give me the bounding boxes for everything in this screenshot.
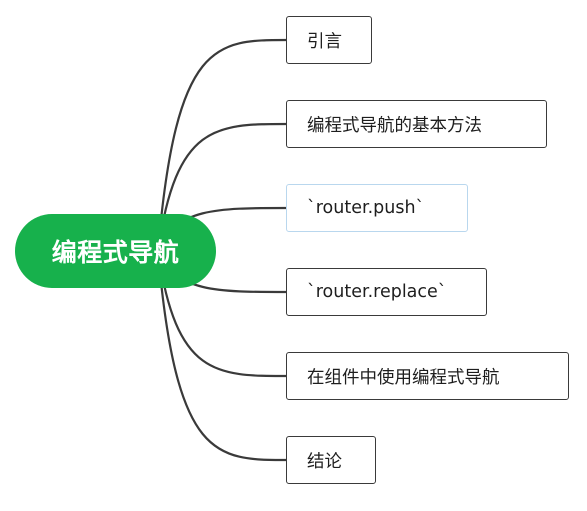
topic-label: 编程式导航的基本方法 bbox=[307, 115, 482, 136]
topic-basic-methods[interactable]: 编程式导航的基本方法 bbox=[286, 100, 547, 148]
connector-conclusion bbox=[156, 249, 289, 462]
topic-label: `router.replace` bbox=[307, 282, 447, 302]
root-topic-label: 编程式导航 bbox=[51, 238, 180, 267]
connector-introduction bbox=[156, 38, 289, 253]
topic-router-replace[interactable]: `router.replace` bbox=[286, 268, 487, 316]
connector-use-in-components bbox=[156, 249, 289, 378]
connector-basic-methods bbox=[156, 122, 289, 253]
topic-conclusion[interactable]: 结论 bbox=[286, 436, 376, 484]
topic-use-in-components[interactable]: 在组件中使用编程式导航 bbox=[286, 352, 569, 400]
topic-label: 引言 bbox=[307, 31, 342, 52]
topic-label: `router.push` bbox=[307, 198, 425, 218]
topic-introduction[interactable]: 引言 bbox=[286, 16, 372, 64]
topic-label: 结论 bbox=[307, 451, 342, 472]
topic-router-push[interactable]: `router.push` bbox=[286, 184, 468, 232]
root-topic[interactable]: 编程式导航 bbox=[15, 214, 216, 288]
topic-label: 在组件中使用编程式导航 bbox=[307, 367, 500, 388]
